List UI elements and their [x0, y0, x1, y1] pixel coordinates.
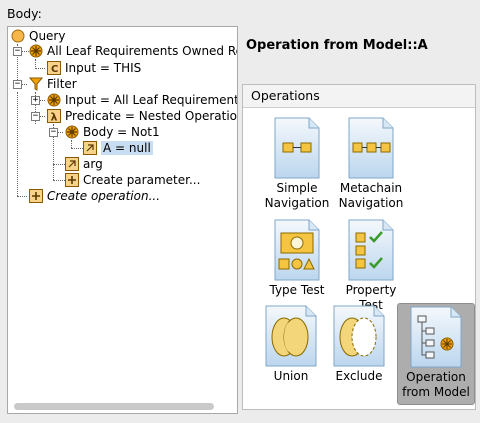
- tree-node-input-all-leaf[interactable]: Input = All Leaf Requirement: [47, 92, 238, 108]
- tree-label-filter: Filter: [47, 77, 77, 91]
- tile-metachain-navigation[interactable]: Metachain Navigation: [333, 117, 409, 211]
- simple-navigation-icon: [274, 117, 320, 179]
- tree-node-all-leaf[interactable]: All Leaf Requirements Owned Re: [29, 43, 238, 59]
- filter-icon: [28, 77, 44, 91]
- tree-label-predicate: Predicate = Nested Operatio: [65, 109, 237, 123]
- metachain-navigation-icon: [348, 117, 394, 179]
- tile-operation-from-model[interactable]: Operation from Model: [397, 303, 475, 405]
- lambda-icon: λ: [47, 109, 61, 124]
- tree-label-body-not1: Body = Not1: [83, 125, 160, 139]
- expand-toggle[interactable]: +: [31, 95, 40, 105]
- operations-panel: Operations Simple Navigation Metachain N…: [242, 84, 476, 410]
- tile-label: Simple: [276, 181, 318, 195]
- tree-node-arg[interactable]: arg: [65, 156, 103, 172]
- union-icon: [265, 305, 317, 367]
- tile-label: Navigation: [264, 196, 330, 210]
- tile-simple-navigation[interactable]: Simple Navigation: [259, 117, 335, 211]
- tree-label-arg: arg: [83, 157, 103, 171]
- property-test-icon: [348, 219, 394, 281]
- tree-node-a-null[interactable]: A = null: [83, 140, 153, 156]
- constant-icon: C: [47, 61, 61, 75]
- asterisk-operation-icon: [47, 93, 61, 107]
- add-icon: [65, 173, 79, 187]
- svg-text:λ: λ: [51, 111, 58, 124]
- tile-exclude[interactable]: Exclude: [321, 305, 397, 384]
- create-parameter-item[interactable]: Create parameter...: [65, 172, 200, 188]
- tree-label-a-null: A = null: [101, 141, 153, 155]
- asterisk-operation-icon: [65, 125, 79, 139]
- tile-type-test[interactable]: Type Test: [259, 219, 335, 298]
- parameter-icon: [83, 141, 97, 155]
- tile-label: Type Test: [269, 283, 325, 297]
- body-label: Body:: [7, 6, 42, 21]
- add-icon: [29, 189, 43, 203]
- svg-text:C: C: [51, 64, 58, 75]
- page-title: Operation from Model::A: [246, 38, 428, 53]
- operation-from-model-icon: [410, 306, 462, 368]
- tile-property-test[interactable]: Property Test: [333, 219, 409, 313]
- operations-header: Operations: [243, 85, 475, 108]
- tile-label: Metachain: [339, 181, 403, 195]
- asterisk-operation-icon: [29, 44, 43, 58]
- exclude-icon: [333, 305, 385, 367]
- tree-label-create-operation: Create operation...: [47, 189, 161, 203]
- tile-label: Exclude: [335, 369, 383, 383]
- collapse-toggle[interactable]: −: [13, 46, 22, 56]
- collapse-toggle[interactable]: −: [31, 111, 40, 121]
- horizontal-scrollbar[interactable]: [14, 403, 214, 410]
- collapse-toggle[interactable]: −: [13, 79, 22, 89]
- tile-union[interactable]: Union: [253, 305, 329, 384]
- collapse-toggle[interactable]: −: [49, 127, 58, 137]
- tree-node-input-this[interactable]: C Input = THIS: [47, 60, 141, 76]
- tree-label-input-all-leaf: Input = All Leaf Requirement: [65, 93, 238, 107]
- operation-tree[interactable]: Query − All Leaf Requirements Owned Re C…: [7, 26, 238, 414]
- tree-node-body-not1[interactable]: Body = Not1: [65, 124, 160, 140]
- parameter-icon: [65, 157, 79, 171]
- tile-label: from Model: [402, 385, 470, 399]
- tree-label-query: Query: [29, 29, 66, 43]
- create-operation-item[interactable]: Create operation...: [29, 188, 160, 204]
- tree-node-query[interactable]: Query: [11, 28, 65, 44]
- tile-label: Union: [273, 369, 309, 383]
- tree-node-filter[interactable]: Filter: [28, 76, 77, 92]
- tree-label-create-parameter: Create parameter...: [83, 173, 201, 187]
- tree-label-all-leaf: All Leaf Requirements Owned Re: [47, 44, 238, 58]
- tree-label-input-this: Input = THIS: [65, 61, 142, 75]
- type-test-icon: [274, 219, 320, 281]
- tile-label: Navigation: [338, 196, 404, 210]
- query-icon: [11, 29, 25, 43]
- tree-node-predicate[interactable]: λ Predicate = Nested Operatio: [47, 108, 237, 124]
- tile-label: Operation: [406, 370, 466, 384]
